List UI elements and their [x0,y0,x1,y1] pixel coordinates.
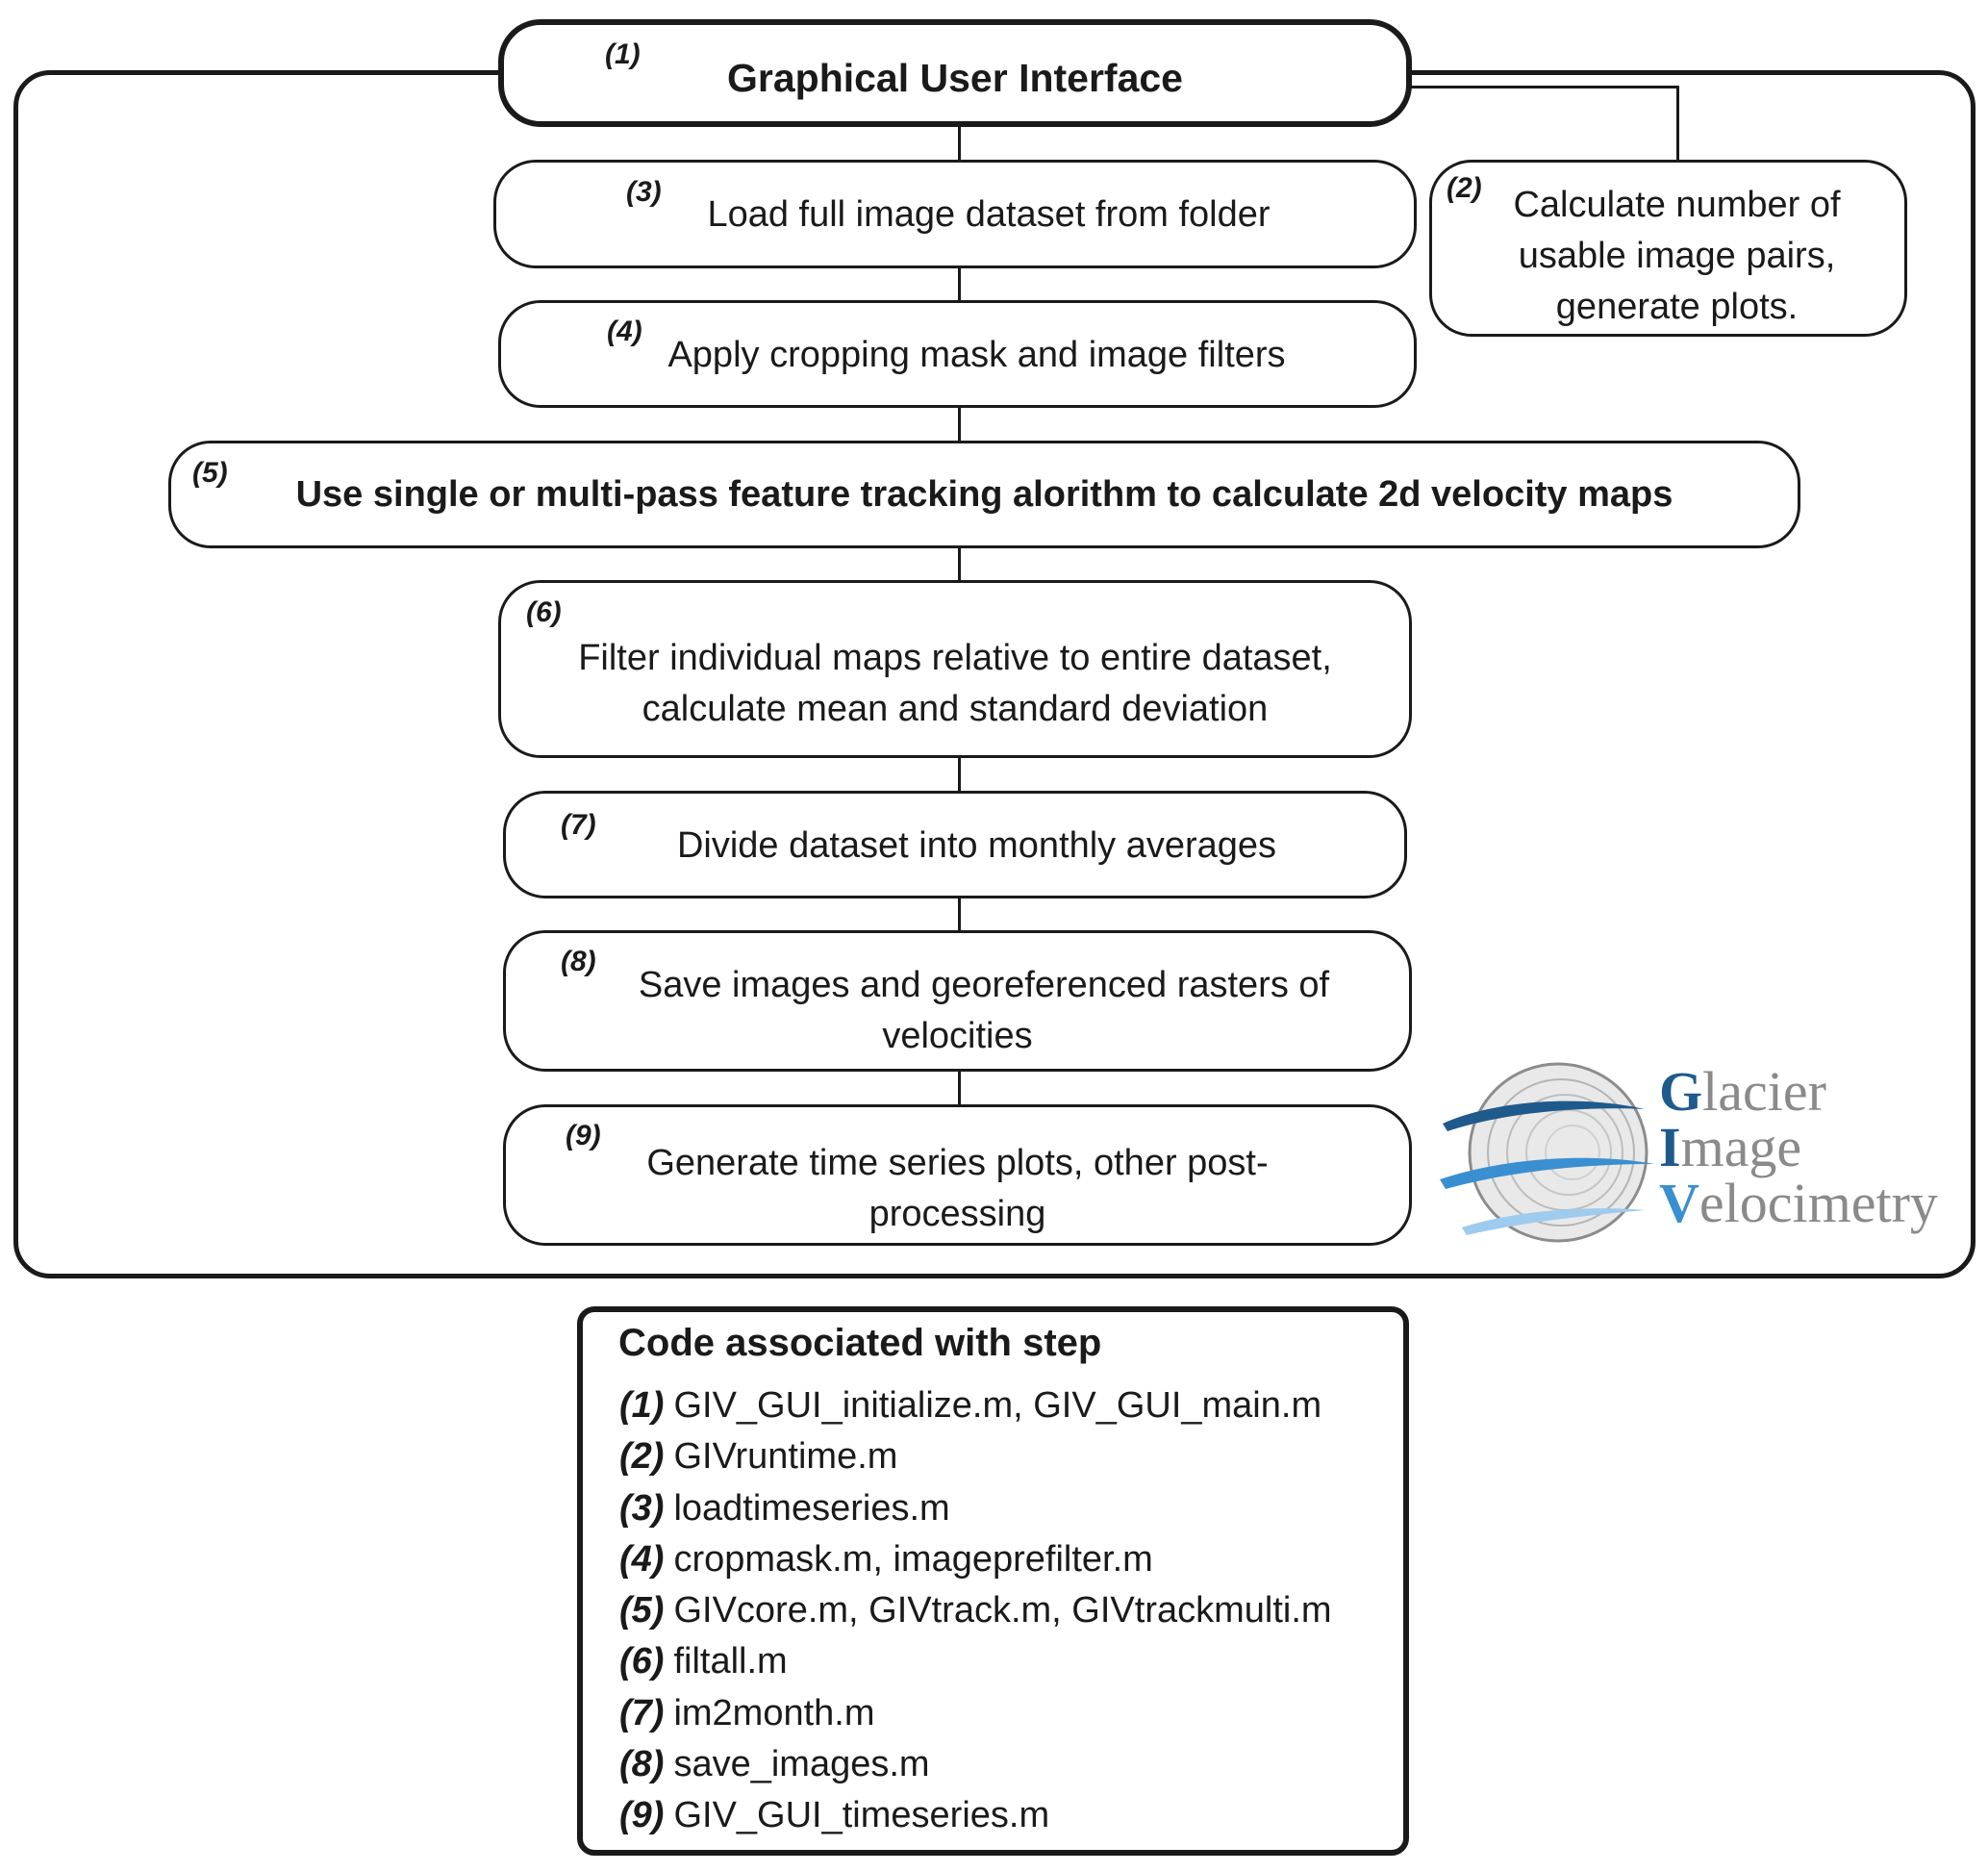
step-label-2-line-3: generate plots. [1555,287,1799,327]
connector-1-2-vertical [1676,86,1679,162]
step-box-2: (2) Calculate number of usable image pai… [1429,160,1907,337]
code-list-item: (3)loadtimeseries.m [619,1483,1332,1534]
code-list: (1)GIV_GUI_initialize.m, GIV_GUI_main.m(… [619,1380,1332,1842]
step-label-2-line-2: usable image pairs, [1518,236,1836,276]
step-box-1: (1) Graphical User Interface [498,19,1412,127]
code-list-item: (2)GIVruntime.m [619,1431,1332,1482]
connector-4-5 [958,407,961,443]
step-label-5: Use single or multi-pass feature trackin… [295,474,1673,515]
step-box-5: (5) Use single or multi-pass feature tra… [168,441,1800,548]
step-box-6: (6) Filter individual maps relative to e… [498,580,1412,758]
step-number-2: (2) [1447,172,1482,204]
giv-logo-emblem-icon [1440,1062,1654,1243]
step-number-3: (3) [626,176,662,208]
code-step-number: (6) [619,1641,665,1682]
step-label-6-line-2: calculate mean and standard deviation [642,689,1269,729]
step-label-9-line-2: processing [868,1194,1046,1234]
step-box-9: (9) Generate time series plots, other po… [503,1104,1412,1246]
code-file-names: GIV_GUI_initialize.m, GIV_GUI_main.m [673,1385,1322,1426]
step-box-7: (7) Divide dataset into monthly averages [503,791,1407,898]
step-label-1: Graphical User Interface [727,56,1183,100]
step-number-8: (8) [561,946,596,977]
code-step-number: (8) [619,1744,665,1785]
code-file-names: GIVcore.m, GIVtrack.m, GIVtrackmulti.m [673,1590,1332,1632]
step-box-3: (3) Load full image dataset from folder [493,160,1417,268]
step-label-9-line-1: Generate time series plots, other post- [646,1143,1269,1183]
step-box-4: (4) Apply cropping mask and image filter… [498,300,1417,408]
code-step-number: (1) [619,1385,665,1426]
step-label-2-line-1: Calculate number of [1513,185,1841,225]
code-list-item: (7)im2month.m [619,1688,1332,1739]
step-number-4: (4) [607,316,642,347]
connector-3-4 [958,267,961,302]
step-box-8: (8) Save images and georeferenced raster… [503,930,1412,1072]
code-panel: Code associated with step (1)GIV_GUI_ini… [577,1306,1409,1856]
step-number-7: (7) [561,809,596,841]
logo-word-velocimetry: Velocimetry [1659,1172,1938,1234]
code-step-number: (4) [619,1538,665,1580]
code-step-number: (2) [619,1436,665,1478]
logo-word-glacier: Glacier [1659,1060,1826,1123]
code-step-number: (3) [619,1487,665,1529]
logo-word-image: Image [1659,1116,1802,1178]
code-panel-title: Code associated with step [618,1322,1102,1364]
code-list-item: (9)GIV_GUI_timeseries.m [619,1790,1332,1841]
code-list-item: (6)filtall.m [619,1636,1332,1687]
step-number-6: (6) [526,596,562,628]
step-number-1: (1) [605,38,641,70]
step-label-6-line-1: Filter individual maps relative to entir… [578,638,1332,678]
step-label-3: Load full image dataset from folder [707,194,1271,235]
code-file-names: save_images.m [673,1744,930,1785]
code-file-names: GIVruntime.m [673,1436,898,1478]
connector-8-9 [958,1070,961,1106]
code-file-names: cropmask.m, imageprefilter.m [673,1538,1153,1580]
code-list-item: (5)GIVcore.m, GIVtrack.m, GIVtrackmulti.… [619,1585,1332,1636]
step-label-8-line-2: velocities [882,1016,1033,1056]
code-list-item: (8)save_images.m [619,1739,1332,1790]
connector-5-6 [958,546,961,582]
code-step-number: (7) [619,1692,665,1733]
connector-1-3 [958,126,961,161]
step-number-5: (5) [192,457,228,489]
code-list-item: (4)cropmask.m, imageprefilter.m [619,1534,1332,1585]
step-label-4: Apply cropping mask and image filters [667,335,1286,375]
connector-7-8 [958,897,961,931]
code-file-names: im2month.m [673,1692,875,1733]
code-file-names: loadtimeseries.m [673,1487,950,1529]
connector-6-7 [958,756,961,793]
code-file-names: GIV_GUI_timeseries.m [673,1795,1050,1836]
code-step-number: (9) [619,1795,665,1836]
code-file-names: filtall.m [673,1641,788,1682]
giv-logo: Glacier Image Velocimetry [1438,1056,1957,1249]
step-label-7: Divide dataset into monthly averages [676,825,1277,866]
code-step-number: (5) [619,1590,665,1632]
connector-1-2-horizontal [1409,86,1678,89]
code-list-item: (1)GIV_GUI_initialize.m, GIV_GUI_main.m [619,1380,1332,1431]
step-number-9: (9) [566,1120,601,1151]
step-label-8-line-1: Save images and georeferenced rasters of [638,965,1330,1005]
